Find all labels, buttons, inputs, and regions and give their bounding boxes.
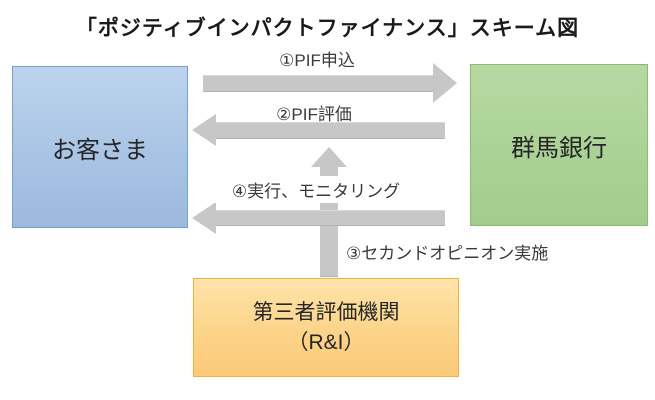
arrow-pif-evaluation-head xyxy=(192,114,216,146)
node-customer-label: お客さま xyxy=(52,136,148,164)
node-gunma-bank: 群馬銀行 xyxy=(470,64,648,226)
evaluator-name: 第三者評価機関 xyxy=(252,301,400,325)
label-step4-execution-monitoring: ④実行、モニタリング xyxy=(192,176,440,203)
node-gunma-bank-label: 群馬銀行 xyxy=(511,134,607,162)
arrow-pif-application-head xyxy=(433,63,457,103)
node-third-party-evaluator-label: 第三者評価機関 （R&I） xyxy=(253,298,400,357)
node-third-party-evaluator: 第三者評価機関 （R&I） xyxy=(193,278,459,377)
node-customer: お客さま xyxy=(12,66,188,228)
label-step3-second-opinion: ③セカンドオピニオン実施 xyxy=(346,244,549,263)
arrow-execution-head xyxy=(192,202,216,234)
arrow-second-opinion-head xyxy=(311,147,347,167)
arrow-execution-shaft xyxy=(216,210,445,226)
arrow-pif-evaluation-shaft xyxy=(216,122,445,139)
arrow-pif-application-shaft xyxy=(203,75,433,92)
label-step1-pif-application: ①PIF申込 xyxy=(279,51,355,70)
evaluator-abbr: （R&I） xyxy=(287,330,365,354)
diagram-title: 「ポジティブインパクトファイナンス」スキーム図 xyxy=(75,17,580,40)
label-step2-pif-evaluation: ②PIF評価 xyxy=(276,105,352,124)
